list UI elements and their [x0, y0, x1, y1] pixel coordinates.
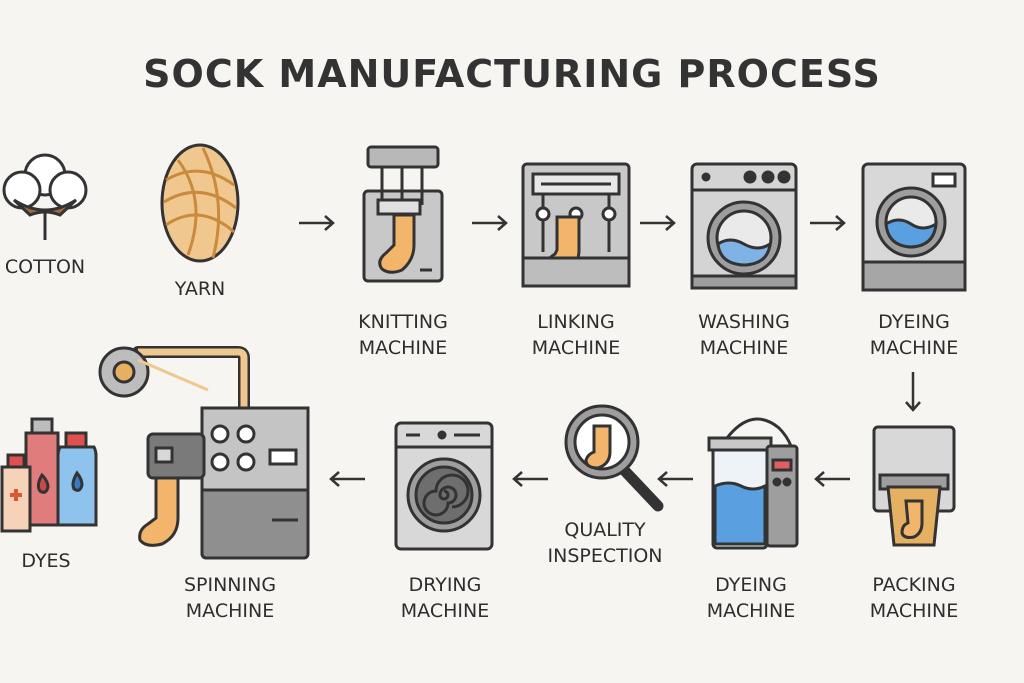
packing-machine-icon [872, 425, 956, 551]
flow-arrow-8 [327, 469, 367, 489]
spinning-machine-icon [98, 340, 312, 562]
flow-arrow-down [903, 370, 923, 414]
washing-machine-icon [690, 162, 798, 290]
label-spinning-machine: SPINNING MACHINE [183, 574, 277, 622]
label-knitting-machine: KNITTING MACHINE [358, 311, 448, 359]
label-drying-machine: DRYING MACHINE [400, 574, 490, 622]
label-quality-inspection: QUALITY INSPECTION [547, 519, 663, 567]
label-cotton: COTTON [4, 256, 86, 278]
drying-machine-icon [394, 421, 494, 551]
flow-arrow-2 [470, 213, 510, 233]
flow-arrow-5 [812, 469, 852, 489]
label-dyeing-machine-bottom: DYEING MACHINE [706, 574, 796, 622]
label-yarn: YARN [174, 278, 226, 300]
label-dyes: DYES [21, 550, 71, 572]
yarn-ball-icon [158, 140, 242, 266]
flow-arrow-6 [655, 469, 695, 489]
dyeing-tank-icon [707, 410, 803, 552]
label-linking-machine: LINKING MACHINE [531, 311, 621, 359]
dyeing-machine-icon [861, 162, 967, 292]
label-dyeing-machine-top: DYEING MACHINE [869, 311, 959, 359]
flow-arrow-7 [510, 469, 550, 489]
knitting-machine-icon [362, 145, 444, 285]
linking-machine-icon [521, 162, 631, 290]
dye-bottles-icon [0, 415, 100, 535]
flow-arrow-3 [638, 213, 678, 233]
magnifier-sock-icon [562, 402, 668, 514]
cotton-icon [0, 145, 90, 245]
flow-arrow-1 [297, 213, 337, 233]
label-packing-machine: PACKING MACHINE [869, 574, 959, 622]
flow-arrow-4 [808, 213, 848, 233]
diagram-title: SOCK MANUFACTURING PROCESS [143, 52, 881, 96]
label-washing-machine: WASHING MACHINE [698, 311, 790, 359]
